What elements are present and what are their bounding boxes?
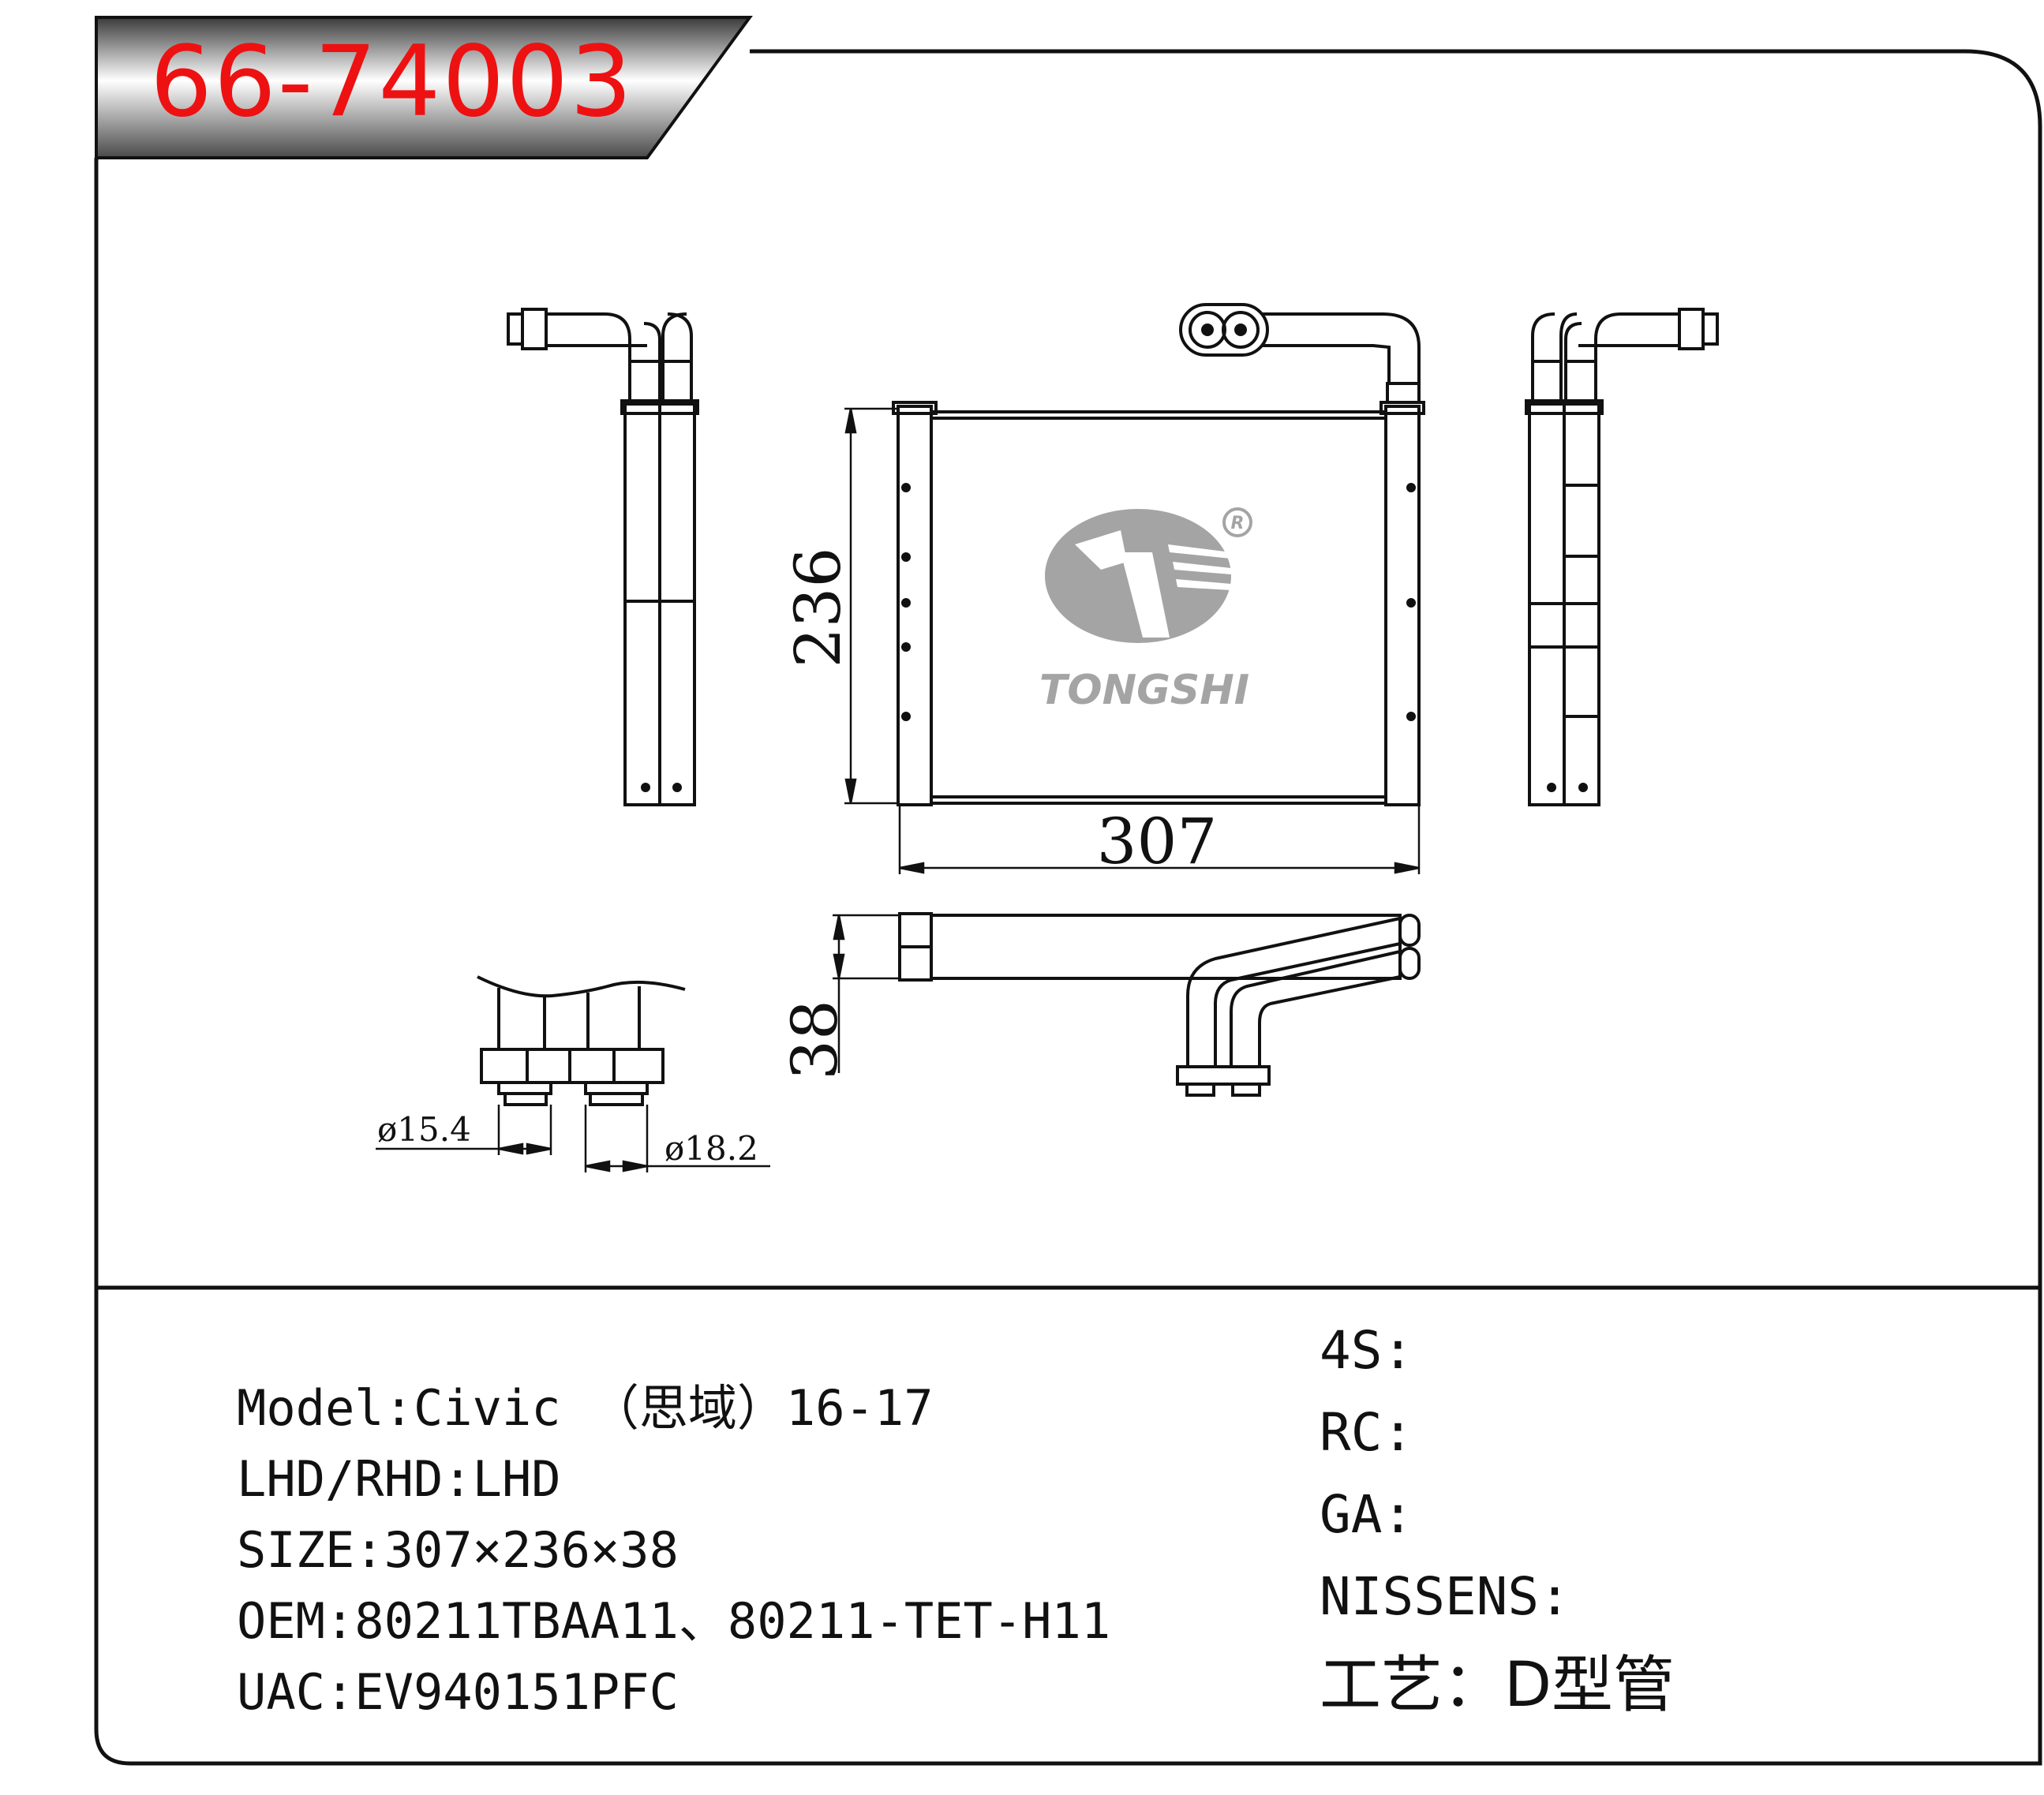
dim-height-label: 236	[781, 548, 855, 668]
title-tab	[95, 16, 753, 159]
spec-size: SIZE:307×236×38	[237, 1521, 679, 1579]
top-view	[898, 912, 1421, 1097]
dim-width-label: 307	[1097, 805, 1218, 878]
dimension-lines	[376, 407, 1421, 1172]
xref-rc: RC:	[1320, 1402, 1414, 1463]
outer-frame	[94, 49, 2042, 1766]
brand-name: TONGSHI	[1039, 667, 1249, 714]
front-view	[892, 303, 1425, 806]
spec-model: Model:Civic （思域）16-17	[237, 1379, 934, 1437]
part-number: 66-74003	[150, 25, 634, 139]
side-view-right	[1525, 308, 1719, 806]
spec-block: Model:Civic （思域）16-17 LHD/RHD:LHD SIZE:3…	[237, 1373, 1263, 1728]
tongshi-logo: R TONGSHI	[1039, 507, 1252, 714]
dim-pipe-large-label: ø18.2	[664, 1129, 758, 1168]
spec-uac: UAC:EV940151PFC	[237, 1663, 679, 1721]
registered-mark: R	[1231, 514, 1245, 533]
xref-4s: 4S:	[1320, 1320, 1414, 1381]
xref-process: 工艺：D型管	[1320, 1650, 1675, 1721]
fitting-detail	[477, 975, 686, 1106]
spec-drive: LHD/RHD:LHD	[237, 1450, 561, 1508]
cross-reference-block: 4S: RC: GA: NISSENS: 工艺：D型管	[1320, 1310, 1951, 1733]
xref-nissens: NISSENS:	[1320, 1566, 1570, 1627]
xref-ga: GA:	[1320, 1484, 1414, 1545]
dim-depth-label: 38	[778, 1000, 852, 1080]
spec-oem: OEM:80211TBAA11、80211-TET-H11	[237, 1592, 1111, 1650]
dim-pipe-small-label: ø15.4	[377, 1110, 471, 1149]
side-view-left	[507, 308, 699, 806]
